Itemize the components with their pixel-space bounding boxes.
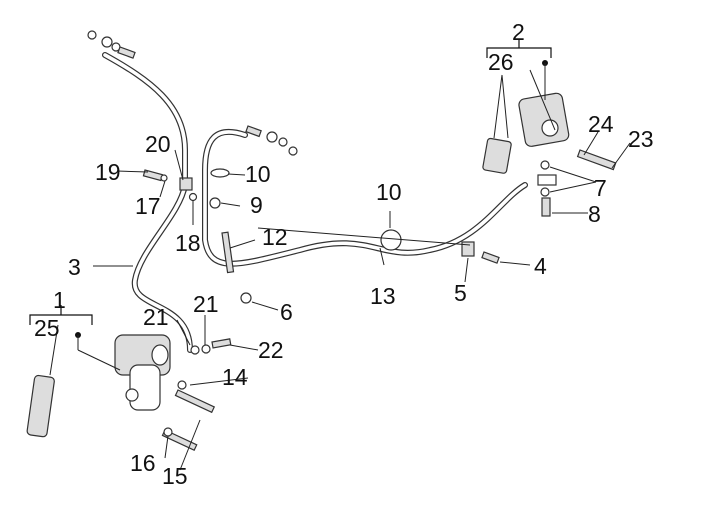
- callout-24: 24: [588, 111, 614, 137]
- hose-band-10-right: [380, 229, 402, 251]
- callout-10-right: 10: [376, 179, 402, 205]
- leader-lines: [49, 69, 631, 471]
- callout-9: 9: [250, 192, 263, 218]
- hose-clip-6: [240, 292, 252, 304]
- callout-25: 25: [34, 315, 60, 341]
- callout-20: 20: [145, 131, 171, 157]
- master-cylinder: [482, 92, 617, 217]
- hose-clip-9: [209, 197, 221, 209]
- sleeve-12: [221, 231, 235, 274]
- mid-fittings: [245, 125, 298, 156]
- callout-6: 6: [280, 299, 293, 325]
- callout-26: 26: [488, 49, 514, 75]
- callout-8: 8: [588, 201, 601, 227]
- callout-13: 13: [370, 283, 396, 309]
- callout-22: 22: [258, 337, 284, 363]
- callout-1: 1: [53, 287, 66, 313]
- callout-21-left: 21: [143, 304, 169, 330]
- clip-bracket-5: [461, 241, 475, 257]
- group-bracket-1: [29, 305, 121, 371]
- callout-3: 3: [68, 254, 81, 280]
- hose-bracket-20: [142, 169, 198, 202]
- callout-14: 14: [222, 364, 248, 390]
- callout-23: 23: [628, 126, 654, 152]
- brake-hose-13: [202, 128, 528, 267]
- callout-16: 16: [130, 450, 156, 476]
- callout-labels: 1 2 3 4 5 6 7 8 9 10 10 12 13 14 15 16 1…: [34, 19, 654, 489]
- callout-7: 7: [594, 175, 607, 201]
- brake-hose-3: [102, 52, 193, 353]
- caliper: [114, 334, 232, 452]
- callout-5: 5: [454, 280, 467, 306]
- screw-4: [481, 251, 500, 264]
- hose-band-10: [210, 168, 230, 178]
- brake-pads-25: [26, 374, 55, 438]
- callout-2: 2: [512, 19, 525, 45]
- callout-12: 12: [262, 224, 288, 250]
- callout-15: 15: [162, 463, 188, 489]
- callout-10-left: 10: [245, 161, 271, 187]
- top-left-fittings: [87, 30, 136, 59]
- callout-18: 18: [175, 230, 201, 256]
- callout-21-right: 21: [193, 291, 219, 317]
- callout-19: 19: [95, 159, 121, 185]
- callout-17: 17: [135, 193, 161, 219]
- group-bracket-2: [486, 40, 552, 100]
- callout-4: 4: [534, 253, 547, 279]
